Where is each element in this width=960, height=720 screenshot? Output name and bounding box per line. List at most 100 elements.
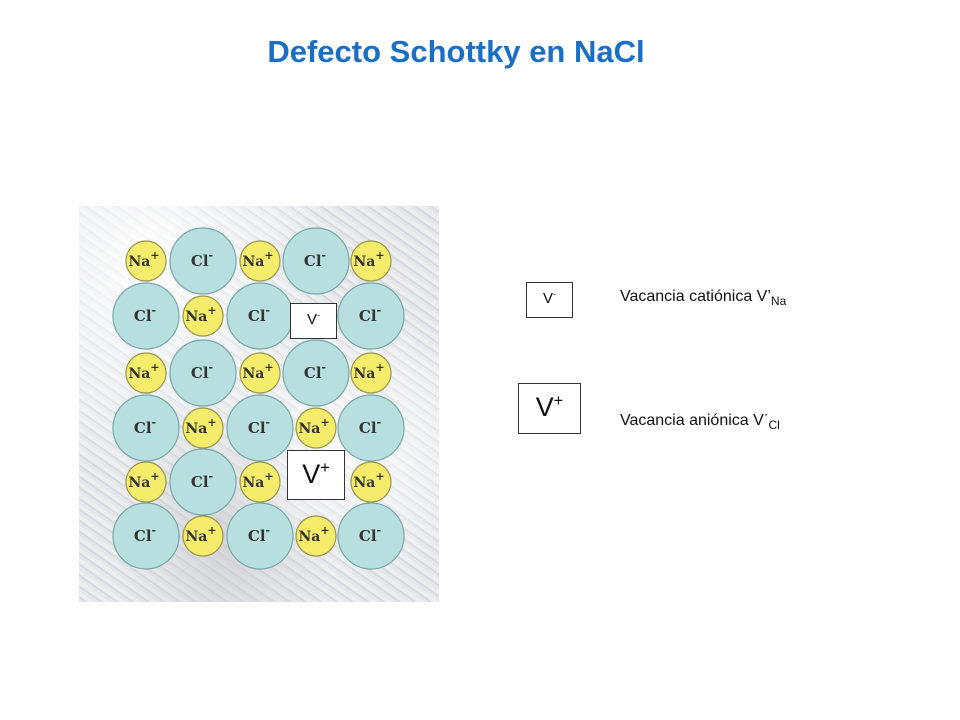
anion-vacancy-charge: + bbox=[320, 459, 330, 477]
chloride-ion-circle bbox=[112, 282, 180, 350]
chloride-ion-label: Cl- bbox=[359, 524, 381, 545]
ion-symbol: Na bbox=[185, 309, 207, 325]
ion-charge: - bbox=[152, 304, 157, 317]
ion-charge: + bbox=[375, 361, 384, 374]
chloride-ion-circle bbox=[112, 502, 180, 570]
ion-symbol: Cl bbox=[304, 364, 322, 382]
ion-symbol: Na bbox=[128, 366, 150, 382]
sodium-ion-r2-c0: Na+ bbox=[125, 352, 167, 394]
ion-charge: - bbox=[266, 524, 271, 537]
sodium-ion-r5-c3: Na+ bbox=[295, 515, 337, 557]
ion-charge: - bbox=[322, 361, 327, 374]
ion-charge: - bbox=[152, 416, 157, 429]
sodium-ion-circle bbox=[295, 407, 337, 449]
ion-charge: + bbox=[150, 361, 159, 374]
legend-anion-vacancy-charge: + bbox=[553, 392, 564, 410]
chloride-ion-r3-c0: Cl- bbox=[112, 394, 180, 462]
sodium-ion-r5-c1: Na+ bbox=[182, 515, 224, 557]
ion-charge: + bbox=[375, 470, 384, 483]
lattice-ions: Na+Cl-Na+Cl-Na+Cl-Na+Cl-Cl-Na+Cl-Na+Cl-N… bbox=[112, 227, 405, 570]
ion-symbol: Na bbox=[353, 475, 375, 491]
ion-charge: + bbox=[207, 304, 216, 317]
chloride-ion-label: Cl- bbox=[134, 304, 156, 325]
ion-symbol: Na bbox=[242, 475, 264, 491]
chloride-ion-label: Cl- bbox=[134, 524, 156, 545]
sodium-ion-circle bbox=[350, 461, 392, 503]
chloride-ion-r4-c1: Cl- bbox=[169, 448, 237, 516]
ion-symbol: Na bbox=[242, 366, 264, 382]
legend-anion-dot: · bbox=[763, 405, 769, 422]
ion-symbol: Na bbox=[128, 254, 150, 270]
ion-symbol: Na bbox=[128, 475, 150, 491]
legend-cation-subscript: Na bbox=[770, 294, 787, 309]
sodium-ion-label: Na+ bbox=[353, 470, 384, 491]
sodium-ion-label: Na+ bbox=[242, 361, 273, 382]
ion-charge: - bbox=[209, 361, 214, 374]
legend-anion-vacancy-label: Vacancia aniónica V·Cl bbox=[620, 407, 780, 433]
ion-symbol: Na bbox=[353, 366, 375, 382]
chloride-ion-r5-c4: Cl- bbox=[337, 502, 405, 570]
sodium-ion-r4-c4: Na+ bbox=[350, 461, 392, 503]
chloride-ion-label: Cl- bbox=[359, 416, 381, 437]
ion-symbol: Na bbox=[185, 421, 207, 437]
anion-vacancy-marker: V+ bbox=[287, 450, 345, 500]
legend-cation-label-text: Vacancia catiónica V’ bbox=[620, 288, 771, 305]
legend-cation-vacancy-label: Vacancia catiónica V’Na bbox=[620, 288, 786, 308]
sodium-ion-circle bbox=[182, 515, 224, 557]
ion-charge: + bbox=[320, 524, 329, 537]
chloride-ion-label: Cl- bbox=[134, 416, 156, 437]
ion-symbol: Cl bbox=[304, 252, 322, 270]
ion-symbol: Cl bbox=[134, 527, 152, 545]
sodium-ion-circle bbox=[350, 240, 392, 282]
sodium-ion-circle bbox=[182, 295, 224, 337]
sodium-ion-label: Na+ bbox=[353, 249, 384, 270]
sodium-ion-circle bbox=[239, 240, 281, 282]
legend-cation-vacancy-marker: V- bbox=[526, 282, 573, 318]
sodium-ion-r2-c4: Na+ bbox=[350, 352, 392, 394]
ion-symbol: Cl bbox=[248, 419, 266, 437]
chloride-ion-label: Cl- bbox=[191, 249, 213, 270]
chloride-ion-label: Cl- bbox=[304, 361, 326, 382]
chloride-ion-label: Cl- bbox=[304, 249, 326, 270]
sodium-ion-r1-c1: Na+ bbox=[182, 295, 224, 337]
cation-vacancy-marker: V- bbox=[290, 303, 337, 339]
sodium-ion-label: Na+ bbox=[353, 361, 384, 382]
ion-charge: + bbox=[150, 470, 159, 483]
chloride-ion-circle bbox=[337, 502, 405, 570]
ion-charge: - bbox=[209, 470, 214, 483]
sodium-ion-label: Na+ bbox=[298, 416, 329, 437]
chloride-ion-r1-c4: Cl- bbox=[337, 282, 405, 350]
sodium-ion-circle bbox=[350, 352, 392, 394]
chloride-ion-label: Cl- bbox=[248, 304, 270, 325]
ion-charge: - bbox=[377, 416, 382, 429]
ion-charge: + bbox=[207, 416, 216, 429]
ion-symbol: Cl bbox=[134, 307, 152, 325]
ion-charge: + bbox=[320, 416, 329, 429]
legend-anion-subscript: Cl bbox=[768, 418, 780, 433]
ion-charge: + bbox=[264, 470, 273, 483]
chloride-ion-circle bbox=[169, 448, 237, 516]
ion-symbol: Cl bbox=[359, 307, 377, 325]
chloride-ion-label: Cl- bbox=[248, 524, 270, 545]
ion-symbol: Cl bbox=[191, 473, 209, 491]
ion-symbol: Na bbox=[242, 254, 264, 270]
chloride-ion-label: Cl- bbox=[248, 416, 270, 437]
chloride-ion-circle bbox=[169, 227, 237, 295]
page-title: Defecto Schottky en NaCl bbox=[267, 34, 645, 69]
ion-symbol: Cl bbox=[359, 527, 377, 545]
chloride-ion-r2-c1: Cl- bbox=[169, 339, 237, 407]
chloride-ion-circle bbox=[337, 394, 405, 462]
sodium-ion-circle bbox=[182, 407, 224, 449]
chloride-ion-r3-c2: Cl- bbox=[226, 394, 294, 462]
sodium-ion-circle bbox=[239, 352, 281, 394]
ion-charge: - bbox=[266, 416, 271, 429]
sodium-ion-r0-c0: Na+ bbox=[125, 240, 167, 282]
ion-charge: + bbox=[264, 361, 273, 374]
chloride-ion-circle bbox=[169, 339, 237, 407]
chloride-ion-r5-c2: Cl- bbox=[226, 502, 294, 570]
ion-charge: - bbox=[266, 304, 271, 317]
chloride-ion-circle bbox=[282, 339, 350, 407]
sodium-ion-label: Na+ bbox=[185, 416, 216, 437]
sodium-ion-label: Na+ bbox=[128, 361, 159, 382]
sodium-ion-label: Na+ bbox=[242, 249, 273, 270]
